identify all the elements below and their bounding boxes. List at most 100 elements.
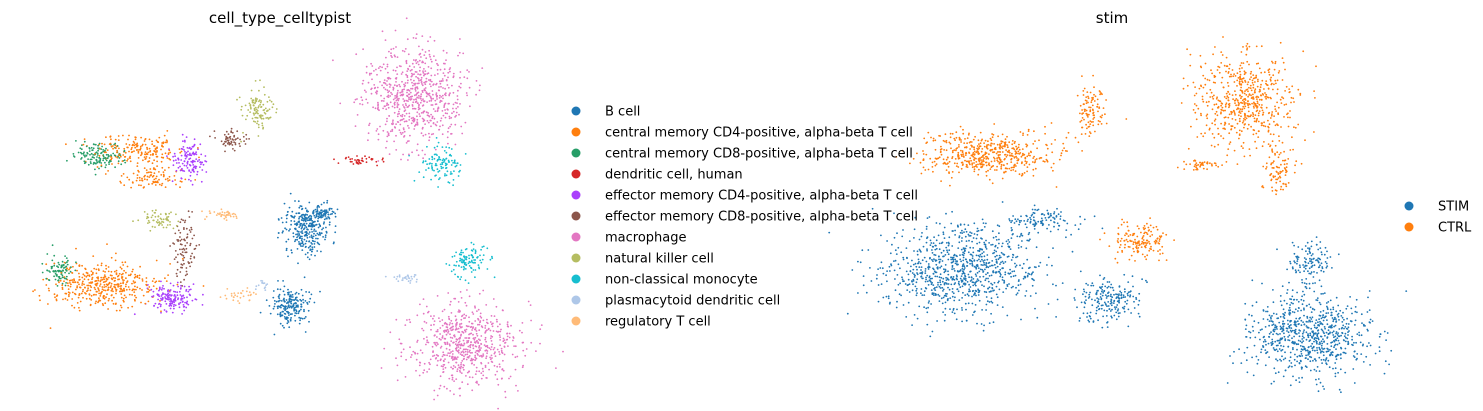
scatter-point — [252, 291, 255, 294]
scatter-point — [193, 248, 196, 251]
scatter-point — [456, 162, 459, 165]
scatter-point — [189, 244, 192, 247]
scatter-point — [156, 219, 159, 221]
scatter-point — [435, 174, 437, 177]
scatter-point — [421, 61, 423, 64]
scatter-point — [1343, 351, 1346, 354]
scatter-point — [466, 289, 468, 291]
scatter-point — [253, 108, 256, 111]
scatter-point — [393, 140, 395, 143]
scatter-point — [1318, 348, 1321, 350]
scatter-point — [1224, 109, 1226, 112]
scatter-point — [159, 217, 162, 220]
scatter-point — [1193, 94, 1196, 97]
scatter-point — [418, 69, 421, 72]
scatter-point — [47, 303, 49, 305]
scatter-point — [458, 340, 461, 343]
scatter-point — [272, 103, 275, 106]
scatter-point — [497, 330, 500, 333]
scatter-point — [1050, 143, 1053, 145]
scatter-point — [447, 127, 450, 130]
scatter-point — [120, 293, 123, 295]
scatter-point — [149, 154, 152, 156]
scatter-point — [404, 324, 407, 326]
scatter-point — [421, 84, 424, 87]
scatter-point — [168, 175, 171, 178]
scatter-point — [223, 211, 226, 214]
scatter-point — [409, 346, 411, 349]
scatter-point — [403, 130, 406, 133]
scatter-point — [1117, 312, 1120, 315]
scatter-point — [425, 77, 428, 80]
scatter-point — [301, 249, 304, 252]
scatter-point — [213, 130, 216, 133]
scatter-point — [468, 351, 471, 353]
scatter-point — [226, 211, 228, 214]
scatter-point — [499, 330, 502, 333]
scatter-point — [409, 282, 412, 284]
scatter-point — [480, 335, 483, 337]
scatter-point — [1309, 360, 1312, 363]
panel1-scatter-points — [32, 17, 564, 410]
scatter-point — [426, 371, 428, 373]
scatter-point — [63, 261, 66, 264]
scatter-point — [403, 115, 406, 117]
scatter-point — [96, 283, 99, 285]
scatter-point — [265, 299, 268, 302]
scatter-point — [1284, 90, 1286, 92]
scatter-point — [392, 98, 395, 101]
scatter-point — [486, 329, 488, 332]
scatter-point — [1378, 350, 1381, 353]
scatter-point — [876, 274, 878, 276]
scatter-point — [455, 107, 458, 110]
scatter-point — [388, 83, 391, 86]
scatter-point — [99, 295, 102, 297]
scatter-point — [110, 277, 113, 280]
scatter-point — [416, 339, 419, 342]
scatter-point — [435, 162, 437, 165]
scatter-point — [1004, 273, 1007, 276]
scatter-point — [446, 343, 449, 345]
scatter-point — [891, 243, 893, 246]
scatter-point — [1189, 64, 1192, 67]
scatter-point — [428, 94, 431, 97]
scatter-point — [448, 146, 451, 149]
scatter-point — [422, 329, 425, 332]
scatter-point — [126, 159, 128, 162]
scatter-point — [96, 166, 99, 168]
scatter-point — [307, 246, 310, 249]
scatter-point — [114, 286, 116, 289]
scatter-point — [123, 300, 125, 303]
scatter-point — [430, 315, 432, 317]
scatter-point — [182, 140, 184, 143]
scatter-point — [296, 248, 299, 250]
scatter-point — [308, 219, 311, 221]
scatter-point — [299, 205, 302, 207]
scatter-point — [189, 242, 192, 245]
scatter-point — [266, 283, 269, 285]
scatter-point — [190, 226, 193, 229]
scatter-point — [64, 266, 66, 269]
scatter-point — [464, 301, 467, 304]
scatter-point — [962, 153, 965, 156]
scatter-point — [288, 229, 290, 232]
scatter-point — [1000, 163, 1003, 166]
scatter-point — [446, 170, 449, 173]
scatter-point — [303, 222, 305, 225]
scatter-point — [136, 286, 139, 289]
scatter-point — [460, 322, 463, 325]
scatter-point — [293, 302, 296, 305]
scatter-point — [410, 117, 413, 120]
scatter-point — [294, 319, 297, 322]
scatter-point — [151, 140, 154, 143]
scatter-point — [1299, 94, 1302, 96]
scatter-point — [448, 348, 451, 351]
scatter-point — [164, 296, 166, 298]
scatter-point — [185, 251, 188, 254]
scatter-point — [158, 183, 161, 186]
scatter-point — [480, 372, 483, 374]
scatter-point — [944, 268, 947, 271]
scatter-point — [414, 59, 417, 62]
scatter-point — [417, 78, 420, 80]
scatter-point — [1110, 283, 1113, 286]
